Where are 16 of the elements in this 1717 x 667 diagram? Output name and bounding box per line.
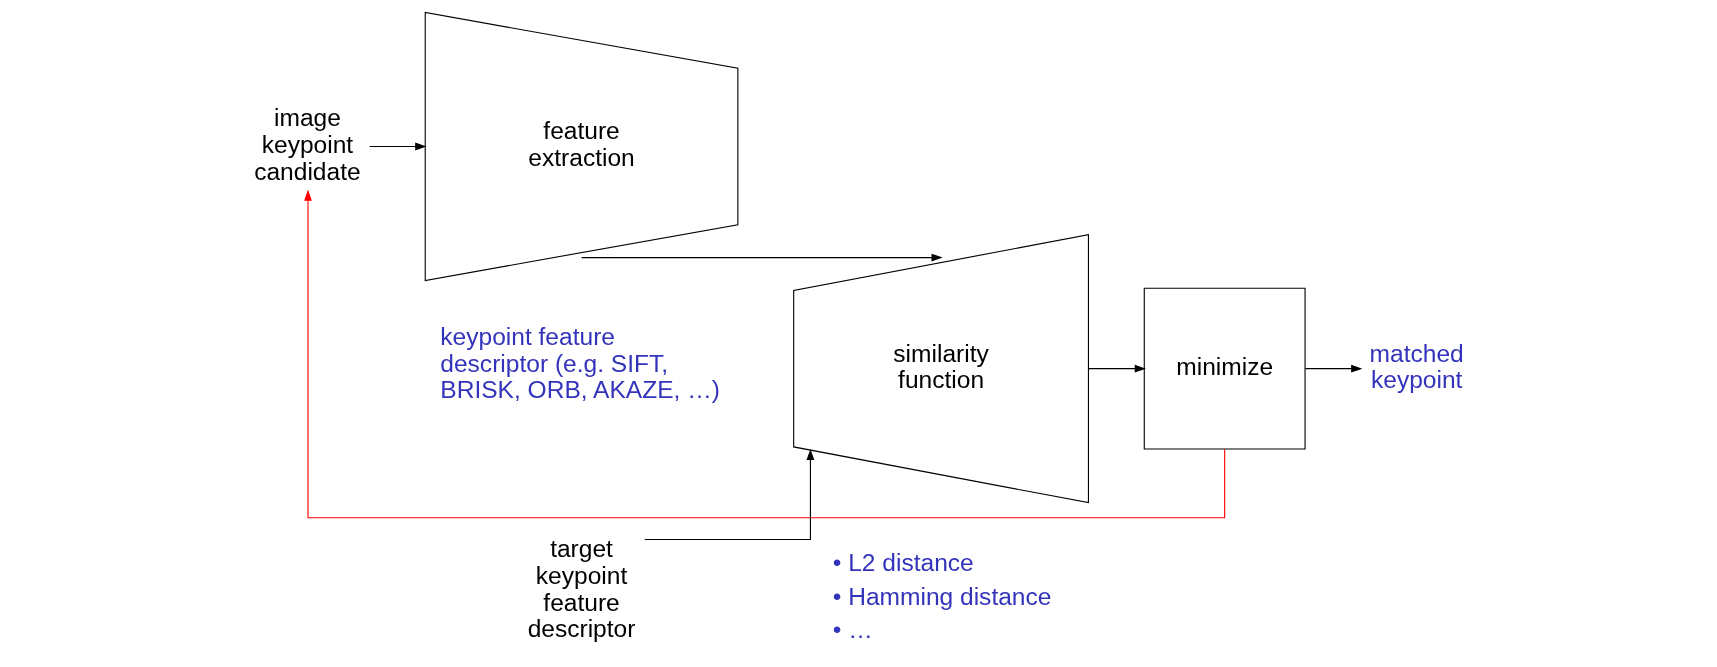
label: • … (832, 616, 873, 644)
node-text: matched keypoint (1369, 339, 1464, 394)
node-box: similarity function (792, 234, 1089, 504)
node-text: target keypoint feature descriptor (527, 534, 635, 643)
label: • Hamming distance (832, 582, 1051, 610)
arrow (643, 448, 814, 541)
arrow (1087, 364, 1146, 373)
node-text: image keypoint candidate (253, 103, 361, 185)
label: • L2 distance (832, 549, 974, 577)
arrow (1304, 364, 1362, 373)
arrow (368, 142, 426, 151)
arrow (580, 253, 943, 262)
node-box: feature extraction (424, 11, 738, 282)
arrow (303, 189, 1225, 519)
node-box: minimize (1143, 287, 1306, 450)
label: keypoint feature descriptor (e.g. SIFT, BRISK, ORB, AKAZE, …) (439, 322, 720, 404)
